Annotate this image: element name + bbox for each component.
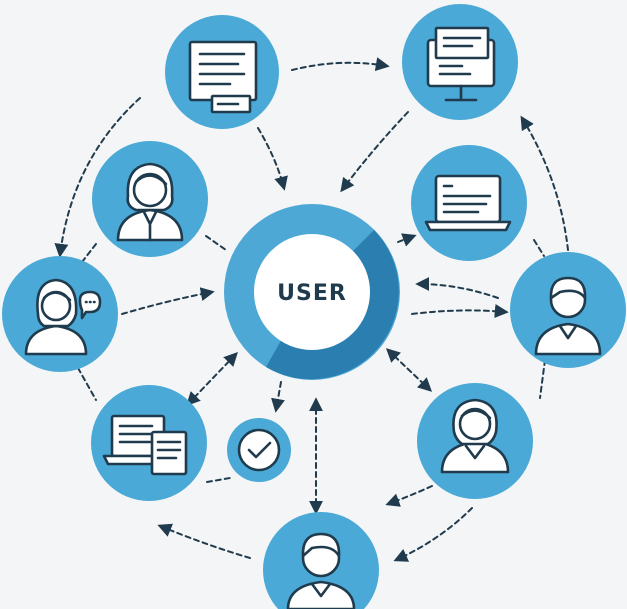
connector-woman-chat xyxy=(81,243,97,263)
check-node[interactable] xyxy=(227,418,291,482)
connector-woman-to-center xyxy=(205,235,227,251)
connector-files-center xyxy=(186,351,238,407)
center-core xyxy=(254,234,370,350)
laptop-icon xyxy=(424,174,512,232)
connector-to-bottom xyxy=(393,507,473,562)
connector-files-to-check xyxy=(206,477,231,483)
connector-center-to-check xyxy=(271,381,285,413)
connector-right-to-monitor xyxy=(520,115,569,251)
connector-chat-down xyxy=(77,367,97,401)
document-node[interactable] xyxy=(165,15,279,129)
connector-document-to-center xyxy=(257,127,288,191)
connector-bottom-to-left xyxy=(157,523,251,559)
connector-monitor-to-center xyxy=(340,111,409,193)
woman-node-lower[interactable] xyxy=(417,383,533,499)
connector-right-down xyxy=(539,359,546,399)
monitor-node[interactable] xyxy=(402,4,518,120)
connectors xyxy=(54,57,569,562)
center-user-node[interactable]: USER xyxy=(224,204,400,380)
chat-user-node[interactable] xyxy=(2,256,118,372)
desktop-monitor-icon xyxy=(426,26,496,102)
center-label: USER xyxy=(277,281,347,306)
files-node[interactable] xyxy=(91,385,207,501)
man-node-right[interactable] xyxy=(510,252,626,368)
woman-avatar-icon xyxy=(440,398,510,474)
connector-right-to-center xyxy=(415,277,499,299)
connector-document-to-monitor xyxy=(291,57,390,72)
connector-chat-to-center xyxy=(121,287,215,315)
chat-avatar-icon xyxy=(24,278,102,356)
laptop-node[interactable] xyxy=(411,145,527,261)
man-avatar-icon xyxy=(286,532,356,609)
laptop-files-icon xyxy=(102,414,188,476)
connector-center-woman-lower xyxy=(385,348,433,392)
connector-center-to-laptop xyxy=(397,233,417,247)
connector-laptop-right xyxy=(533,239,545,257)
woman-node[interactable] xyxy=(92,141,208,257)
connector-center-to-right xyxy=(411,304,509,319)
man-avatar-icon xyxy=(534,276,602,356)
connector-woman-lower-to-bottom-right xyxy=(385,485,433,507)
checkmark-icon xyxy=(237,428,281,472)
woman-avatar-icon xyxy=(116,162,184,242)
man-node-bottom[interactable] xyxy=(263,512,379,609)
document-icon xyxy=(188,40,258,114)
connector-document-to-left xyxy=(54,97,141,258)
